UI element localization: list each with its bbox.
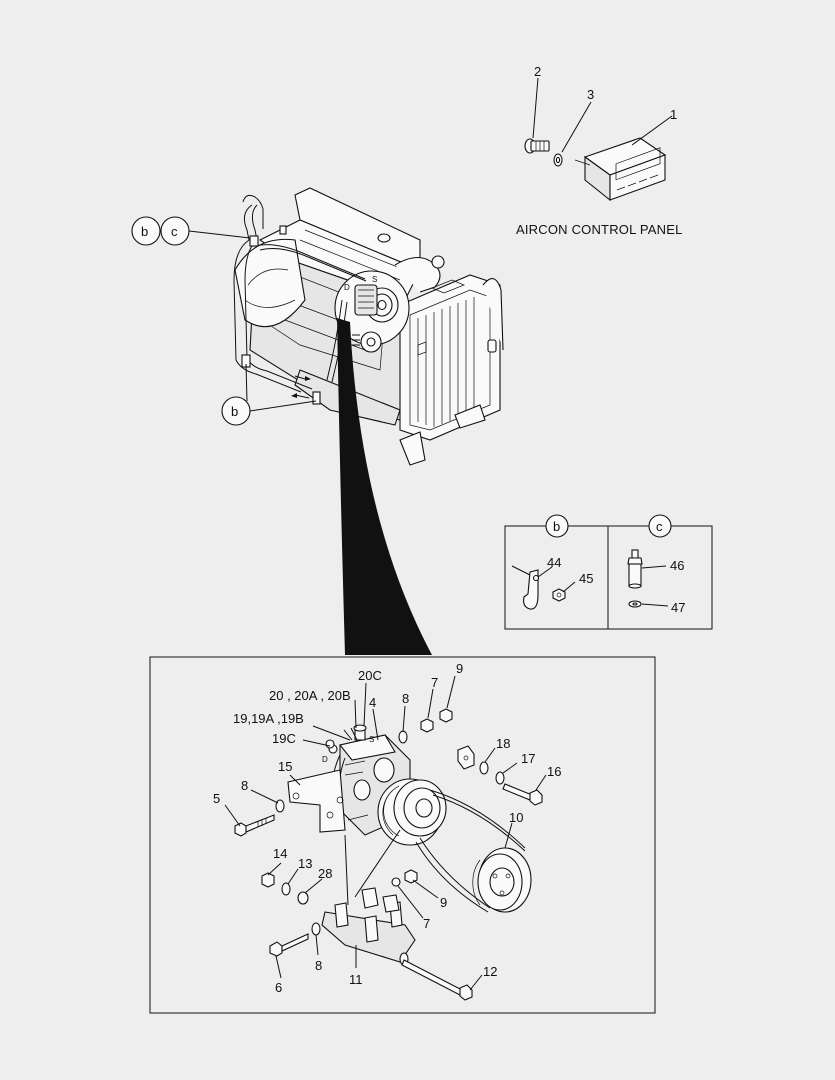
callout-5: 5 [213,791,220,806]
callout-44: 44 [547,555,561,570]
nut-part-9-top [439,708,453,723]
callout-7-lower: 7 [423,916,430,931]
callout-8-bottom: 8 [315,958,322,973]
nut-part-14 [261,872,275,888]
callout-7-top: 7 [431,675,438,690]
adjuster-block [457,745,543,806]
washer-part-17 [495,771,505,785]
washer-part-47 [628,600,642,608]
callout-46: 46 [670,558,684,573]
engine-references: b c b [131,216,317,426]
callout-4: 4 [369,695,376,710]
callout-28: 28 [318,866,332,881]
callout-47: 47 [671,600,685,615]
clamp-detail-box: b c 44 45 46 47 [504,514,713,630]
callout-45: 45 [579,571,593,586]
callout-20-20A-20B: 20 , 20A , 20B [269,688,351,703]
spacer-part-46 [627,549,643,589]
detail-ref-b: b [553,519,560,534]
nut-part-7-top [420,718,434,733]
callout-19C: 19C [272,731,296,746]
port-label-s: S [372,275,377,284]
callout-2: 2 [534,64,541,79]
bolt-part-5 [234,814,275,837]
belt-part-10 [415,789,532,913]
callout-9-top: 9 [456,661,463,676]
callout-11: 11 [349,972,363,987]
compressor-thumbnail: D S [344,275,399,353]
bracket-part-15 [287,769,346,833]
washer-part-8-top [398,730,408,744]
detail-ref-c: c [656,519,663,534]
port-label-d: D [344,283,350,292]
control-panel-part-1 [574,137,667,202]
compressor-port-label-s: S [369,735,374,744]
aircon-control-panel: 2 3 1 AIRCON CONTROL PANEL [516,64,683,237]
engine-assembly: D S [233,187,504,466]
engine-ref-c-top: c [171,224,178,239]
radiator [399,274,504,466]
callout-16: 16 [547,764,561,779]
clamp-part-44 [511,565,540,610]
callout-15: 15 [278,759,292,774]
compressor-exploded-view: D S [213,661,561,1001]
clutch-pulley [377,778,447,846]
washer-part-9-lower [404,869,418,884]
washer-part-13 [281,882,291,896]
callout-1: 1 [670,107,677,122]
callout-19-19A-19B: 19,19A ,19B [233,711,304,726]
aircon-control-panel-caption: AIRCON CONTROL PANEL [516,222,683,237]
engine-ref-b-top: b [141,224,148,239]
washer-part-8-left [275,799,285,813]
callout-6: 6 [275,980,282,995]
callout-3: 3 [587,87,594,102]
washer-part-18 [479,761,489,775]
compressor-port-label-d: D [322,755,328,764]
bolt-part-16 [529,789,543,806]
ac-hoses [233,194,367,405]
bolt-part-6 [269,933,309,957]
callout-20C: 20C [358,668,382,683]
bracket-part-11 [321,887,416,966]
bolt-part-12 [401,959,473,1001]
detail-callout-funnel [337,318,432,655]
nut-part-45 [552,588,566,602]
callout-13: 13 [298,856,312,871]
washer-part-3 [553,153,563,167]
compressor-leader-lines [224,675,547,991]
callout-10: 10 [509,810,523,825]
washer-part-28 [297,891,309,905]
callout-14: 14 [273,846,287,861]
engine-ref-b-bottom: b [231,404,238,419]
callout-8-left: 8 [241,778,248,793]
callout-17: 17 [521,751,535,766]
callout-18: 18 [496,736,510,751]
nut-part-7-lower [391,877,401,887]
callout-8-top: 8 [402,691,409,706]
washer-part-8-bottom [311,922,321,936]
callout-9-lower: 9 [440,895,447,910]
callout-12: 12 [483,964,497,979]
bolt-part-2 [524,138,550,154]
compressor-detail-frame [149,656,656,1014]
